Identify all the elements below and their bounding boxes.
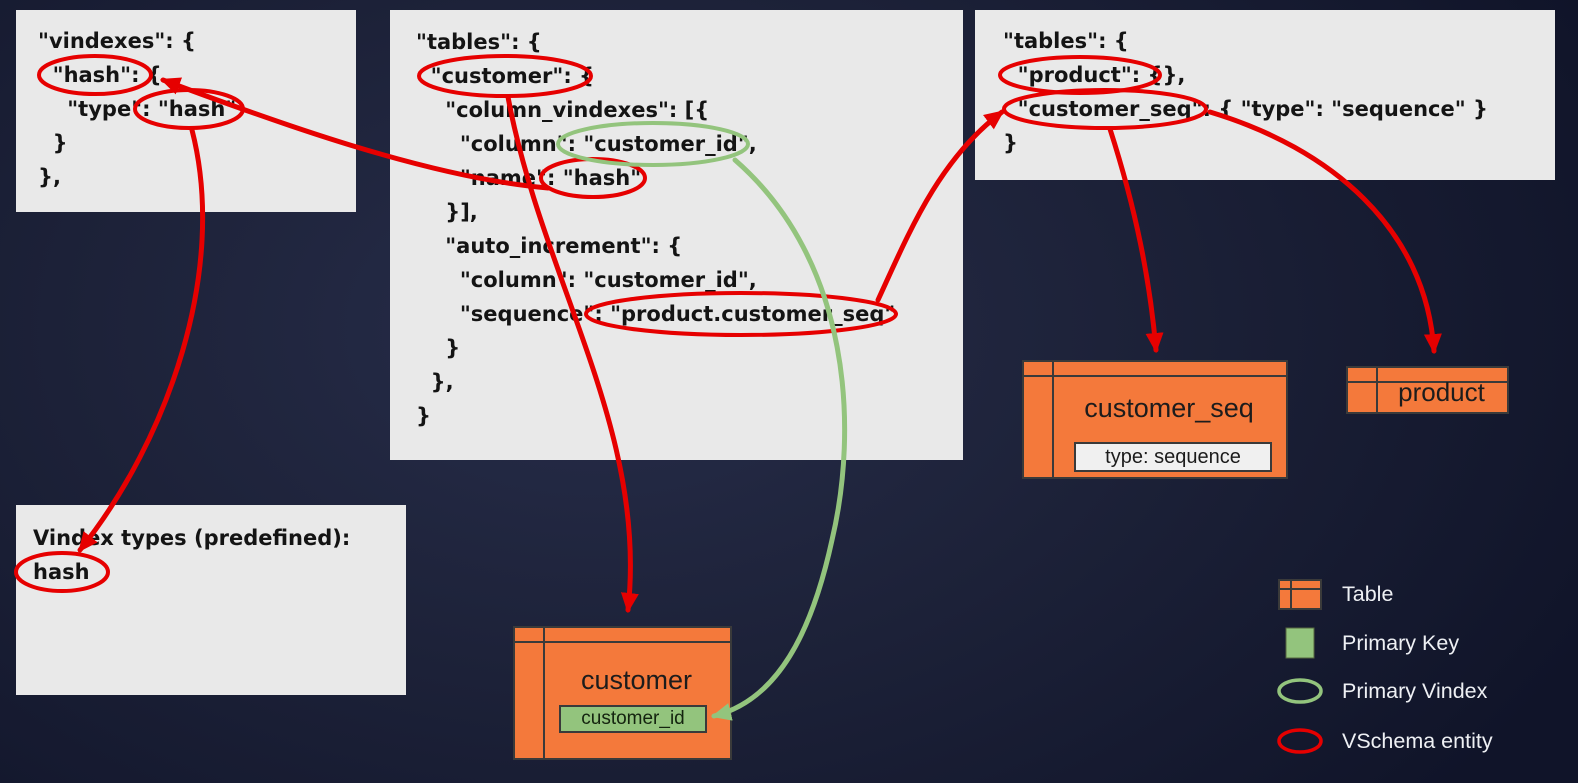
vschema-entity-icon xyxy=(1274,727,1326,755)
code-line: "column": "customer_id", xyxy=(416,268,757,292)
code-line: "type": "hash" xyxy=(38,97,237,121)
vindexes-json-panel: "vindexes": { "hash": { "type": "hash" }… xyxy=(16,10,356,212)
code-line: }], xyxy=(416,200,478,224)
code-line: "customer_seq": { "type": "sequence" } xyxy=(1003,97,1488,121)
vindex-types-panel: Vindex types (predefined): hash xyxy=(16,505,406,695)
product-tables-json-panel: "tables": { "product": {}, "customer_seq… xyxy=(975,10,1555,180)
legend-label-primary-vindex: Primary Vindex xyxy=(1342,678,1488,703)
code-line: "hash": { xyxy=(38,63,162,87)
code-line: } xyxy=(1003,131,1018,155)
product-table: product xyxy=(1346,366,1509,414)
code-line: "auto_increment": { xyxy=(416,234,683,258)
legend-label-vschema-entity: VSchema entity xyxy=(1342,728,1493,753)
code-line: } xyxy=(416,404,431,428)
legend-label-table: Table xyxy=(1342,582,1394,606)
customer-tables-json-panel: "tables": { "customer": { "column_vindex… xyxy=(390,10,963,460)
code-line: "vindexes": { xyxy=(38,29,196,53)
code-line: "name": "hash" xyxy=(416,166,642,190)
customer-table: customer customer_id xyxy=(513,626,732,760)
legend-item-primary-vindex: Primary Vindex xyxy=(1274,677,1487,705)
code-line: "column": "customer_id", xyxy=(416,132,757,156)
code-line: "product": {}, xyxy=(1003,63,1186,87)
legend-item-primary-key: Primary Key xyxy=(1274,627,1459,659)
primary-key-icon xyxy=(1274,627,1326,659)
legend-item-table: Table xyxy=(1274,578,1393,611)
code-line: "tables": { xyxy=(416,30,542,54)
table-icon xyxy=(1274,578,1326,611)
vindex-types-heading: Vindex types (predefined): xyxy=(33,526,351,550)
legend-label-primary-key: Primary Key xyxy=(1342,630,1460,655)
vindex-type-hash: hash xyxy=(33,560,90,584)
code-line: "column_vindexes": [{ xyxy=(416,98,710,122)
code-line: } xyxy=(416,336,461,360)
primary-vindex-icon xyxy=(1274,677,1326,705)
legend-item-vschema-entity: VSchema entity xyxy=(1274,727,1493,755)
code-line: } xyxy=(38,131,68,155)
code-line: "sequence": "product.customer_seq" xyxy=(416,302,896,326)
code-line: }, xyxy=(38,165,61,189)
customer-seq-table-title: customer_seq xyxy=(1084,393,1254,423)
code-line: "tables": { xyxy=(1003,29,1129,53)
code-line: "customer": { xyxy=(416,64,595,88)
customer-seq-table: customer_seq type: sequence xyxy=(1022,360,1288,479)
customer-seq-type-cell: type: sequence xyxy=(1074,442,1272,472)
code-line: }, xyxy=(416,370,454,394)
customer-id-primary-key-cell: customer_id xyxy=(559,705,707,733)
product-table-title: product xyxy=(1398,377,1485,407)
customer-table-title: customer xyxy=(580,665,693,695)
